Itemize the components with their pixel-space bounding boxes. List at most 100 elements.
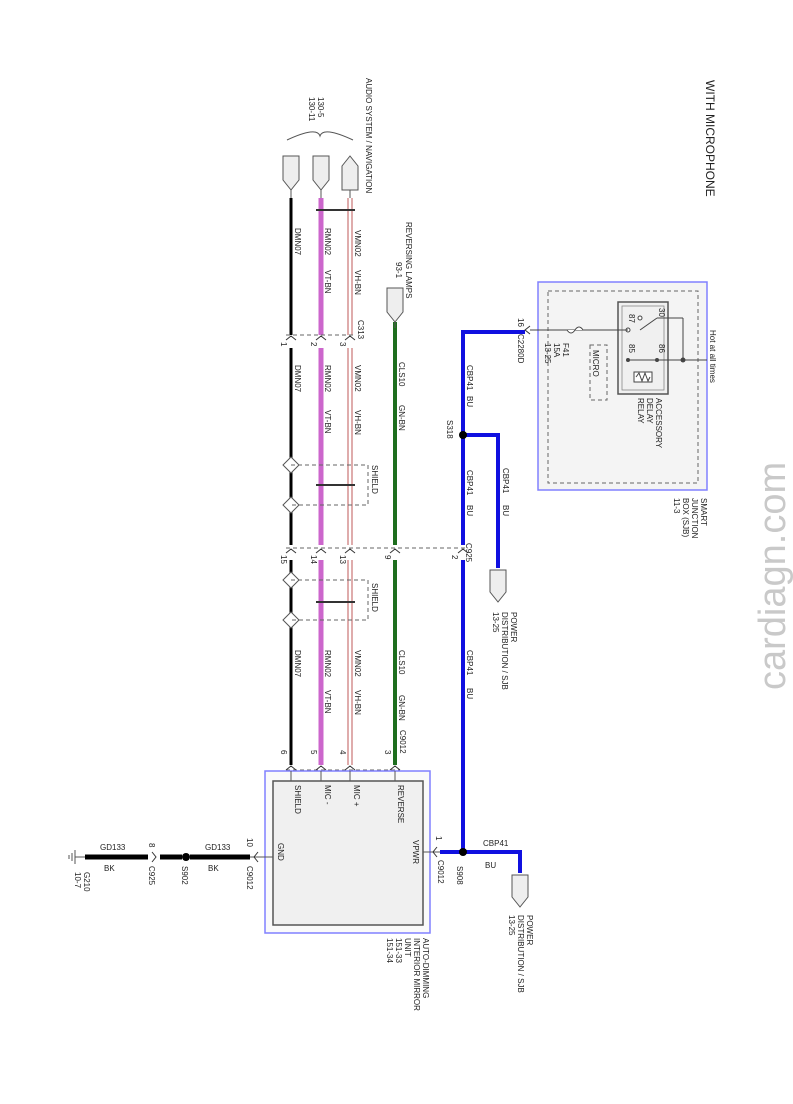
audio-connector-rmn — [312, 155, 330, 191]
label: VT-BN — [323, 270, 332, 294]
sjb-label: BOX (SJB) — [681, 498, 690, 537]
label: RMN02 — [323, 228, 332, 256]
wire-color: BU — [501, 505, 510, 516]
label: C925 — [464, 543, 473, 563]
pin-label: 87 — [627, 314, 636, 323]
fuse-rating: 15A — [552, 343, 561, 358]
splice-label: S318 — [445, 420, 454, 439]
audio-connector-vmn — [341, 155, 359, 191]
label: VH-BN — [353, 690, 362, 715]
wire-cbp41 — [440, 330, 525, 873]
label: 13 — [338, 555, 347, 564]
shield-diamonds — [282, 456, 300, 629]
connector-labels: C313 1 2 3 C925 2 9 13 14 15 C9012 3 4 5… — [279, 320, 473, 755]
label: 3 — [383, 750, 392, 755]
label: C9012 — [245, 866, 254, 890]
shield-label: SHIELD — [370, 583, 379, 612]
pin-mic-minus: MIC - — [323, 785, 332, 805]
wire-color: BU — [465, 688, 474, 699]
label: G210 — [82, 872, 91, 892]
label: 2 — [309, 342, 318, 347]
connector-c9012-vpwr — [432, 846, 438, 858]
wire-labels: VMN02 VH-BN RMN02 VT-BN DMN07 VMN02 VH-B… — [293, 228, 406, 721]
smart-junction-box: Hot at all times 30 86 87 85 MICRO F41 1… — [530, 281, 717, 539]
pin-arrows — [285, 335, 469, 771]
power-label: DISTRIBUTION / SJB — [500, 612, 509, 690]
ground-circuit: GD133 BK GD133 BK 8 C925 S902 10 C9012 G… — [68, 838, 273, 892]
label: C925 — [147, 866, 156, 886]
label: C313 — [356, 320, 365, 340]
page-title: WITH MICROPHONE — [703, 80, 717, 197]
connector-label: C2280D — [516, 334, 525, 364]
label: 151-33 — [394, 938, 403, 963]
splice-s908 — [459, 848, 467, 856]
label: VH-BN — [353, 410, 362, 435]
splice-s318 — [459, 431, 467, 439]
label: VT-BN — [323, 410, 332, 434]
wires — [289, 190, 397, 765]
connector-label: C9012 — [436, 860, 445, 884]
audio-label: AUDIO SYSTEM / NAVIGATION — [364, 78, 373, 193]
label: GN-BN — [397, 405, 406, 431]
power-label: POWER — [525, 915, 534, 945]
label: 151-34 — [385, 938, 394, 963]
label: 10 — [245, 838, 254, 847]
micro-label: MICRO — [591, 350, 600, 377]
wire-label: CBP41 — [465, 365, 474, 391]
label: S902 — [180, 866, 189, 885]
pin-mic-plus: MIC + — [352, 785, 361, 807]
label: 1 — [279, 342, 288, 347]
pin-label: 86 — [657, 344, 666, 353]
fuse-icon — [566, 326, 584, 334]
label: RMN02 — [323, 365, 332, 393]
brace — [286, 131, 354, 141]
pin-vpwr: VPWR — [411, 840, 420, 864]
label: VT-BN — [323, 690, 332, 714]
splice-label: S908 — [455, 866, 464, 885]
label: 2 — [450, 555, 459, 560]
label: 6 — [279, 750, 288, 755]
label: VMN02 — [353, 230, 362, 257]
power-distribution-connector — [489, 569, 507, 603]
wire-color: BU — [465, 396, 474, 407]
relay-label: ACCESSORY — [654, 398, 663, 449]
micro-box — [589, 344, 608, 401]
pin-label: 16 — [516, 318, 525, 327]
label: DMN07 — [293, 365, 302, 393]
hot-label: Hot at all times — [708, 330, 717, 383]
label: 9 — [383, 555, 392, 560]
label: BK — [208, 864, 219, 873]
power-ref: 13-25 — [491, 612, 500, 633]
audio-ref: 130-5 — [316, 97, 325, 118]
fuse-label: F41 — [561, 343, 570, 357]
label: C9012 — [398, 730, 407, 754]
label: 4 — [338, 750, 347, 755]
connector-c925-icon — [151, 851, 157, 863]
label: BK — [104, 864, 115, 873]
pin-gnd: GND — [276, 843, 285, 861]
wire-label: CBP41 — [465, 470, 474, 496]
label: VMN02 — [353, 650, 362, 677]
watermark: cardiagn.com — [752, 462, 793, 690]
sjb-ref: 11-3 — [672, 498, 681, 514]
label: VMN02 — [353, 365, 362, 392]
splice-s902 — [182, 853, 190, 861]
pin-label: 30 — [657, 308, 666, 317]
power-ref: 13-25 — [507, 915, 516, 936]
label: GN-BN — [397, 695, 406, 721]
label: 14 — [309, 555, 318, 564]
audio-ref: 130-11 — [307, 97, 316, 122]
ground-icon — [68, 850, 76, 864]
fuse-ref: 13-25 — [543, 343, 552, 364]
label: 10-7 — [73, 872, 82, 889]
sjb-label: SMART — [699, 498, 708, 526]
power-label: POWER — [509, 612, 518, 642]
wire-label: CBP41 — [483, 839, 509, 848]
shield-label: SHIELD — [370, 465, 379, 494]
sjb-label: JUNCTION — [690, 498, 699, 539]
label: CLS10 — [397, 650, 406, 675]
relay-label: RELAY — [636, 398, 645, 424]
pin-reverse: REVERSE — [396, 785, 405, 823]
label: INTERIOR MIRROR — [412, 938, 421, 1011]
pin-shield: SHIELD — [293, 785, 302, 814]
